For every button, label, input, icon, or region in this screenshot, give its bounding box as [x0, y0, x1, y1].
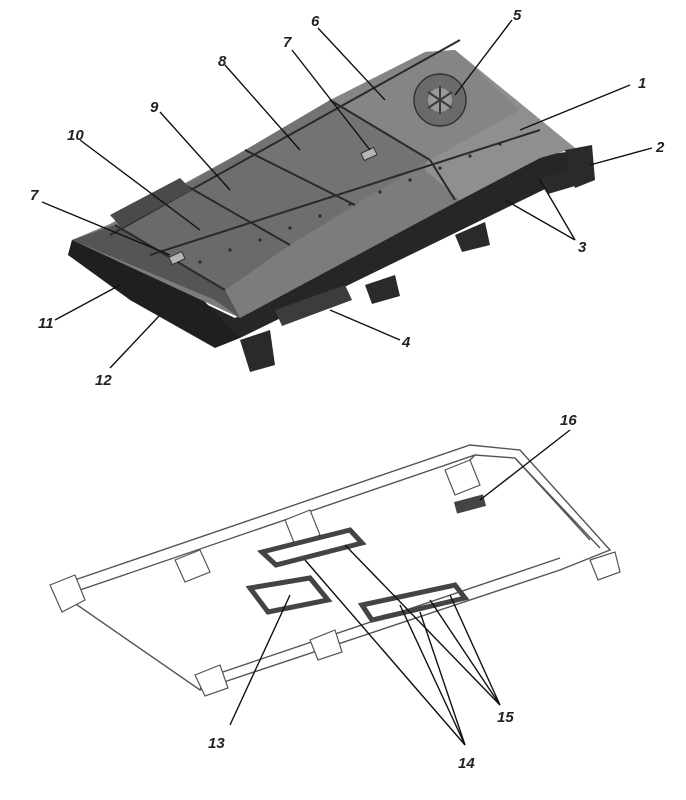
callout-7-rear: 7 [283, 34, 292, 51]
frame-13 [245, 575, 333, 615]
callout-1: 1 [638, 75, 646, 92]
roof-panel-8 [245, 100, 430, 205]
callout-14: 14 [458, 755, 475, 772]
callout-11: 11 [38, 315, 54, 332]
inspection-hatch-front [168, 250, 186, 266]
callout-2: 2 [655, 139, 665, 156]
frame-15 [357, 582, 470, 623]
callout-8: 8 [218, 53, 227, 70]
inspection-hatch-rear [360, 146, 378, 162]
top-view-assembly [68, 39, 595, 372]
callout-10: 10 [67, 127, 84, 144]
callout-6: 6 [311, 13, 320, 30]
mounting-feet [240, 145, 595, 372]
left-stowage-box [110, 178, 192, 228]
roof-panel-9 [185, 150, 355, 245]
underside-hatch-16 [453, 494, 487, 514]
callout-9: 9 [150, 99, 159, 116]
callout-3: 3 [578, 239, 587, 256]
callout-labels: 1 2 3 4 5 6 7 7 8 9 10 11 12 13 14 15 16 [30, 7, 665, 772]
side-stowage-box [275, 285, 352, 326]
roof-rivets [198, 142, 502, 264]
underside-brackets [49, 459, 621, 697]
callout-7-front: 7 [30, 187, 39, 204]
callout-12: 12 [95, 372, 112, 389]
leader-lines [41, 19, 653, 746]
callout-15: 15 [497, 709, 514, 726]
callout-5: 5 [513, 7, 522, 24]
callout-13: 13 [208, 735, 225, 752]
underside-outline [58, 444, 612, 691]
callout-4: 4 [401, 334, 411, 351]
roof-front-plate [72, 225, 240, 318]
callout-16: 16 [560, 412, 577, 429]
fan-grille [413, 73, 467, 127]
underside-frames [245, 527, 470, 623]
hull-side-wall [68, 150, 585, 338]
frame-14 [256, 527, 367, 568]
